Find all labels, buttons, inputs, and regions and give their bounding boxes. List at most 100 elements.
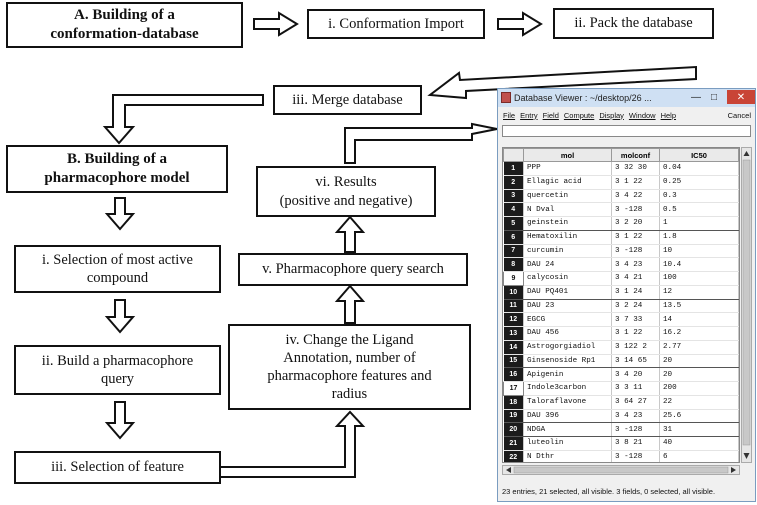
close-icon[interactable]: ✕ [727, 90, 755, 104]
scroll-up-icon[interactable] [743, 151, 750, 156]
menu-entry[interactable]: Entry [520, 110, 538, 120]
cell-ic50[interactable]: 0.5 [659, 202, 739, 217]
cell-molconf[interactable]: 3 2 24 [611, 299, 660, 314]
cell-ic50[interactable]: 40 [659, 436, 739, 451]
maximize-icon[interactable]: □ [710, 91, 718, 103]
viewer-titlebar[interactable]: Database Viewer : ~/desktop/26 ... — □ ✕ [498, 89, 755, 107]
row-number[interactable]: 9 [503, 271, 524, 286]
cell-ic50[interactable]: 20 [659, 354, 739, 369]
cell-ic50[interactable]: 100 [659, 271, 739, 286]
row-number[interactable]: 1 [503, 161, 524, 176]
cell-molconf[interactable]: 3 -128 [611, 202, 660, 217]
cell-ic50[interactable]: 14 [659, 312, 739, 327]
cell-molconf[interactable]: 3 -128 [611, 244, 660, 259]
cell-mol[interactable]: DAU 23 [523, 299, 612, 314]
cell-ic50[interactable]: 25.6 [659, 409, 739, 424]
row-number[interactable]: 7 [503, 244, 524, 259]
row-number[interactable]: 3 [503, 189, 524, 204]
cell-molconf[interactable]: 3 32 30 [611, 161, 660, 176]
row-number[interactable]: 22 [503, 450, 524, 462]
cell-ic50[interactable]: 16.2 [659, 326, 739, 341]
menu-file[interactable]: File [503, 110, 516, 120]
cell-molconf[interactable]: 3 122 2 [611, 340, 660, 355]
cell-ic50[interactable]: 13.5 [659, 299, 739, 314]
menu-display[interactable]: Display [599, 110, 624, 120]
row-number[interactable]: 12 [503, 312, 524, 327]
cell-mol[interactable]: PPP [523, 161, 612, 176]
column-header-ic50[interactable]: IC50 [659, 148, 739, 162]
cell-ic50[interactable]: 0.25 [659, 175, 739, 190]
row-number[interactable]: 17 [503, 381, 524, 396]
row-number[interactable]: 2 [503, 175, 524, 190]
row-number[interactable]: 19 [503, 409, 524, 424]
cell-ic50[interactable]: 12 [659, 285, 739, 300]
cancel-button[interactable]: Cancel [727, 110, 751, 120]
cell-molconf[interactable]: 3 8 21 [611, 436, 660, 451]
cell-molconf[interactable]: 3 64 27 [611, 395, 660, 410]
cell-molconf[interactable]: 3 1 22 [611, 326, 660, 341]
row-number[interactable]: 20 [503, 422, 524, 437]
scroll-thumb-horizontal[interactable] [513, 466, 729, 474]
cell-mol[interactable]: Taloraflavone [523, 395, 612, 410]
row-number[interactable]: 16 [503, 367, 524, 382]
row-number[interactable]: 21 [503, 436, 524, 451]
vertical-scrollbar[interactable] [741, 147, 752, 463]
cell-mol[interactable]: Ginsenoside Rp1 [523, 354, 612, 369]
menu-window[interactable]: Window [628, 110, 656, 120]
cell-mol[interactable]: Astrogorgiadiol [523, 340, 612, 355]
cell-molconf[interactable]: 3 14 65 [611, 354, 660, 369]
cell-molconf[interactable]: 3 3 11 [611, 381, 660, 396]
cell-molconf[interactable]: 3 2 20 [611, 216, 660, 231]
cell-ic50[interactable]: 10.4 [659, 257, 739, 272]
row-number[interactable]: 14 [503, 340, 524, 355]
scroll-thumb[interactable] [742, 159, 751, 446]
cell-mol[interactable]: Indole3carbon [523, 381, 612, 396]
command-input[interactable] [502, 125, 751, 137]
row-number[interactable]: 8 [503, 257, 524, 272]
cell-molconf[interactable]: 3 -128 [611, 422, 660, 437]
menu-help[interactable]: Help [660, 110, 677, 120]
column-header-molconf[interactable]: molconf [611, 148, 660, 162]
cell-mol[interactable]: Hematoxilin [523, 230, 612, 245]
cell-ic50[interactable]: 22 [659, 395, 739, 410]
cell-molconf[interactable]: 3 4 23 [611, 409, 660, 424]
row-number[interactable]: 5 [503, 216, 524, 231]
cell-mol[interactable]: curcumin [523, 244, 612, 259]
cell-molconf[interactable]: 3 4 20 [611, 367, 660, 382]
cell-molconf[interactable]: 3 1 22 [611, 230, 660, 245]
cell-mol[interactable]: DAU 396 [523, 409, 612, 424]
cell-molconf[interactable]: 3 1 24 [611, 285, 660, 300]
cell-ic50[interactable]: 10 [659, 244, 739, 259]
cell-mol[interactable]: luteolin [523, 436, 612, 451]
scroll-down-icon[interactable] [743, 453, 750, 459]
cell-ic50[interactable]: 1 [659, 216, 739, 231]
row-number[interactable]: 6 [503, 230, 524, 245]
cell-mol[interactable]: calycosin [523, 271, 612, 286]
cell-mol[interactable]: NDGA [523, 422, 612, 437]
cell-mol[interactable]: N Dval [523, 202, 612, 217]
cell-ic50[interactable]: 31 [659, 422, 739, 437]
cell-ic50[interactable]: 2.77 [659, 340, 739, 355]
cell-molconf[interactable]: 3 7 33 [611, 312, 660, 327]
cell-mol[interactable]: Apigenin [523, 367, 612, 382]
cell-mol[interactable]: Ellagic acid [523, 175, 612, 190]
row-number[interactable]: 18 [503, 395, 524, 410]
cell-ic50[interactable]: 0.04 [659, 161, 739, 176]
